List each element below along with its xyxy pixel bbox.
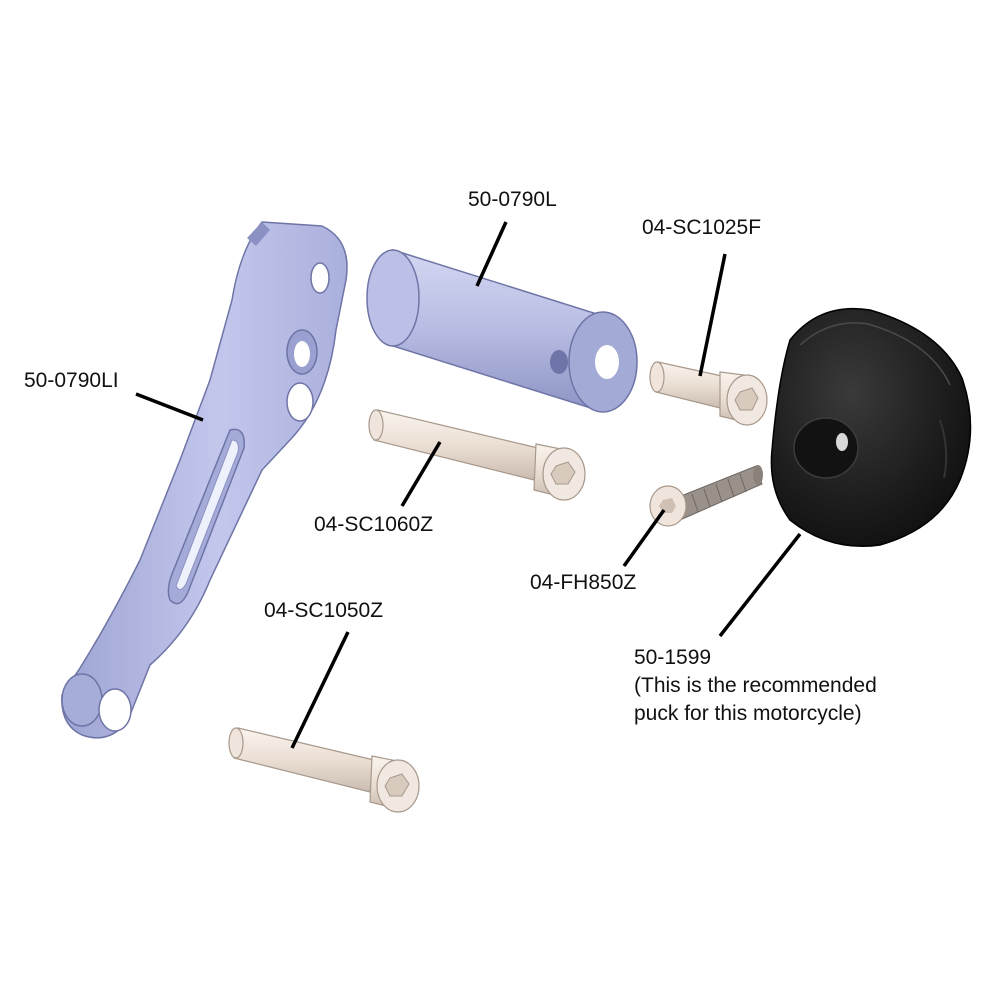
flat-head-screw-part xyxy=(649,465,763,527)
bolt-long-part xyxy=(228,727,420,813)
leader-line-bolt-long xyxy=(290,631,350,749)
label-bracket: 50-0790LI xyxy=(24,369,119,392)
leader-line-puck xyxy=(718,532,802,638)
label-bolt-short: 04-SC1025F xyxy=(642,216,762,239)
leader-line-bracket xyxy=(135,392,204,422)
puck-note-line2: puck for this motorcycle) xyxy=(634,702,862,725)
label-bolt-long: 04-SC1050Z xyxy=(264,599,384,622)
puck-note-line1: (This is the recommended xyxy=(634,674,877,697)
spacer-part xyxy=(366,248,638,413)
label-screw: 04-FH850Z xyxy=(530,571,637,594)
label-puck: 50-1599 xyxy=(634,646,712,669)
bolt-medium-part xyxy=(368,409,586,501)
leader-line-bolt-short xyxy=(698,253,727,377)
puck-part xyxy=(770,307,972,547)
label-spacer: 50-0790L xyxy=(468,188,557,211)
bolt-short-part xyxy=(649,361,768,426)
leader-line-bolt-medium xyxy=(400,441,442,507)
bracket-part xyxy=(61,221,348,739)
leader-lines xyxy=(135,221,802,749)
leader-line-screw xyxy=(622,508,666,568)
label-bolt-medium: 04-SC1060Z xyxy=(314,513,434,536)
leader-line-spacer xyxy=(475,221,508,287)
